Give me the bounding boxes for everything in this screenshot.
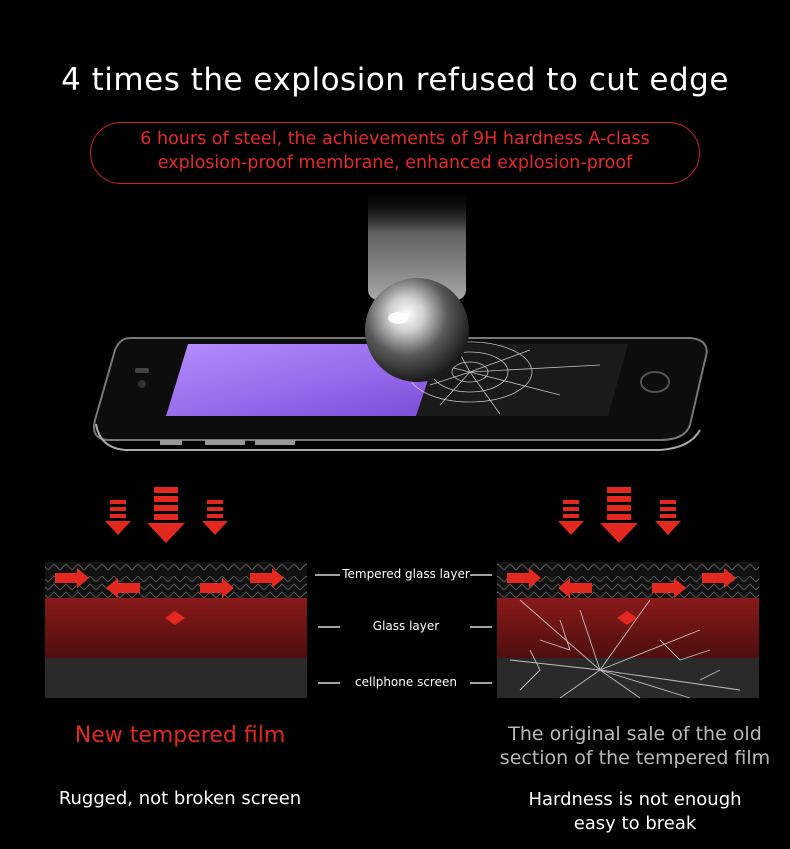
right-caption: The original sale of the old section of … xyxy=(490,722,780,770)
red-down-arrow-icon-left xyxy=(105,487,228,543)
motion-trail xyxy=(368,188,466,300)
phone-illustration-icon xyxy=(93,337,708,451)
subheadline-line-1: 6 hours of steel, the achievements of 9H… xyxy=(140,129,650,149)
crack-pattern xyxy=(509,599,741,699)
left-caption: New tempered film xyxy=(74,723,286,748)
steel-ball-icon xyxy=(365,278,469,382)
label-glass-layer: Glass layer xyxy=(372,619,440,633)
label-connectors xyxy=(315,574,492,684)
left-description: Rugged, not broken screen xyxy=(58,788,302,809)
left-layer-diagram xyxy=(45,562,307,698)
headline: 4 times the explosion refused to cut edg… xyxy=(61,62,729,98)
label-cellphone-screen: cellphone screen xyxy=(355,675,457,689)
right-description-line-1: Hardness is not enough xyxy=(528,789,742,810)
label-tempered-glass: Tempered glass layer xyxy=(342,567,470,581)
subheadline-pill: 6 hours of steel, the achievements of 9H… xyxy=(90,122,700,184)
right-description-line-2: easy to break xyxy=(573,813,697,834)
right-layer-diagram xyxy=(497,562,759,699)
right-description: Hardness is not enough easy to break xyxy=(490,788,780,836)
right-caption-line-1: The original sale of the old xyxy=(508,723,762,745)
subheadline-line-2: explosion-proof membrane, enhanced explo… xyxy=(157,153,633,173)
right-caption-line-2: section of the tempered film xyxy=(499,747,771,769)
red-down-arrow-icon-right xyxy=(558,487,681,543)
